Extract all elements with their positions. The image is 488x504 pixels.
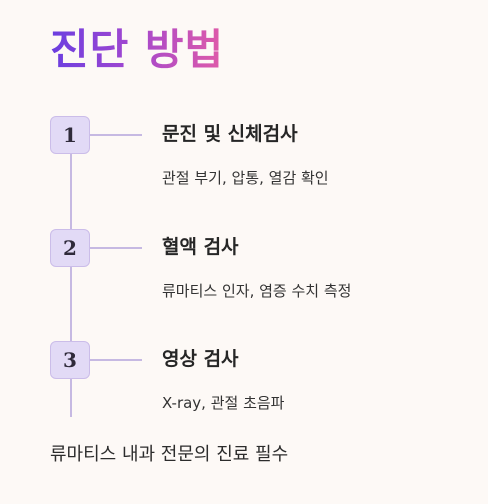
- step-title-3: 영상 검사: [162, 348, 239, 370]
- page-title: 진단 방법: [50, 22, 224, 78]
- step-title-1: 문진 및 신체검사: [162, 123, 298, 145]
- step-number-3: 3: [50, 341, 90, 379]
- step-number-1: 1: [50, 116, 90, 154]
- step-description-1: 관절 부기, 압통, 열감 확인: [162, 169, 329, 187]
- step-description-2: 류마티스 인자, 염증 수치 측정: [162, 282, 352, 300]
- step-connector-1: [90, 134, 142, 136]
- timeline-line: [70, 150, 72, 417]
- step-description-3: X-ray, 관절 초음파: [162, 394, 285, 412]
- step-title-2: 혈액 검사: [162, 236, 239, 258]
- step-number-2: 2: [50, 229, 90, 267]
- footer-note: 류마티스 내과 전문의 진료 필수: [50, 444, 289, 465]
- step-connector-3: [90, 359, 142, 361]
- step-connector-2: [90, 247, 142, 249]
